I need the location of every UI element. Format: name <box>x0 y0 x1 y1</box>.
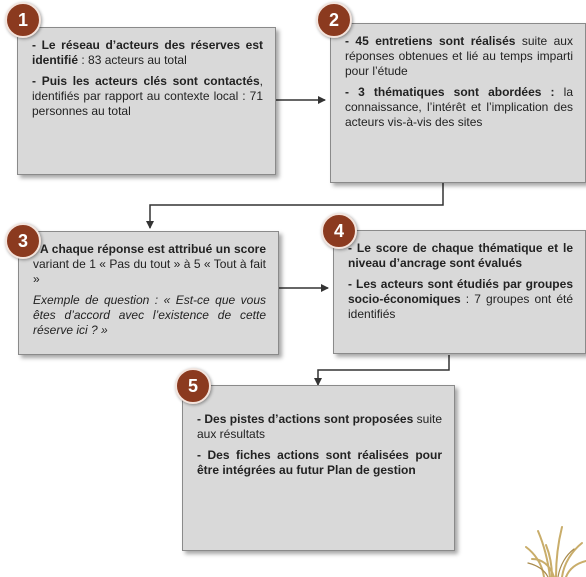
step-box-2: - 45 entretiens sont réalisés suite aux … <box>330 23 586 183</box>
bold-text: - Des fiches actions sont réalisées pour… <box>197 448 442 477</box>
step-4-paragraph: - Le score de chaque thématique et le ni… <box>348 241 573 271</box>
step-number-badge-1: 1 <box>5 2 41 38</box>
step-4-paragraph: - Les acteurs sont étudiés par groupes s… <box>348 277 573 322</box>
italic-text: Exemple de question : « Est-ce que vous … <box>33 293 266 337</box>
reed-grass-icon <box>525 526 586 577</box>
bold-text: - 3 thématiques sont abordées : <box>345 85 555 99</box>
bold-text: - Le réseau d’acteurs des réserves est i… <box>32 38 263 67</box>
body-text: la connaissance, l’intérêt et l’implicat… <box>345 85 573 129</box>
step-number-badge-2: 2 <box>316 2 352 38</box>
body-text: suite aux réponses obtenues et lié au te… <box>345 34 573 78</box>
step-number-badge-5: 5 <box>175 368 211 404</box>
step-5-paragraph: - Des fiches actions sont réalisées pour… <box>197 448 442 478</box>
step-box-4: - Le score de chaque thématique et le ni… <box>333 230 586 354</box>
body-text: : 7 groupes ont été identifiés <box>348 292 573 321</box>
step-1-paragraph: - Puis les acteurs clés sont contactés, … <box>32 74 263 119</box>
arrow-2-to-3 <box>146 183 444 229</box>
step-3-paragraph: Exemple de question : « Est-ce que vous … <box>33 293 266 338</box>
step-number-badge-3: 3 <box>5 223 41 259</box>
step-box-5: - Des pistes d’actions sont proposées su… <box>182 385 455 551</box>
step-5-paragraph: - Des pistes d’actions sont proposées su… <box>197 412 442 442</box>
step-2-paragraph: - 45 entretiens sont réalisés suite aux … <box>345 34 573 79</box>
body-text: : 83 acteurs au total <box>78 53 187 67</box>
bold-text: - Des pistes d’actions sont proposées <box>197 412 414 426</box>
arrow-4-to-5 <box>314 355 450 386</box>
step-3-paragraph: - A chaque réponse est attribué un score… <box>33 242 266 287</box>
bold-text: - Les acteurs sont étudiés par groupes s… <box>348 277 573 306</box>
bold-text: - 45 entretiens sont réalisés <box>345 34 516 48</box>
bold-text: - Puis les acteurs clés sont contactés <box>32 74 260 88</box>
step-box-1: - Le réseau d’acteurs des réserves est i… <box>17 27 276 175</box>
bold-text: - Le score de chaque thématique et le ni… <box>348 241 573 270</box>
bold-text: - A chaque réponse est attribué un score <box>33 242 266 256</box>
body-text: suite aux résultats <box>197 412 442 441</box>
step-2-paragraph: - 3 thématiques sont abordées : la conna… <box>345 85 573 130</box>
body-text: variant de 1 « Pas du tout » à 5 « Tout … <box>33 257 266 286</box>
step-number-badge-4: 4 <box>321 213 357 249</box>
step-1-paragraph: - Le réseau d’acteurs des réserves est i… <box>32 38 263 68</box>
body-text: , identifiés par rapport au contexte loc… <box>32 74 263 118</box>
step-box-3: - A chaque réponse est attribué un score… <box>18 231 279 355</box>
